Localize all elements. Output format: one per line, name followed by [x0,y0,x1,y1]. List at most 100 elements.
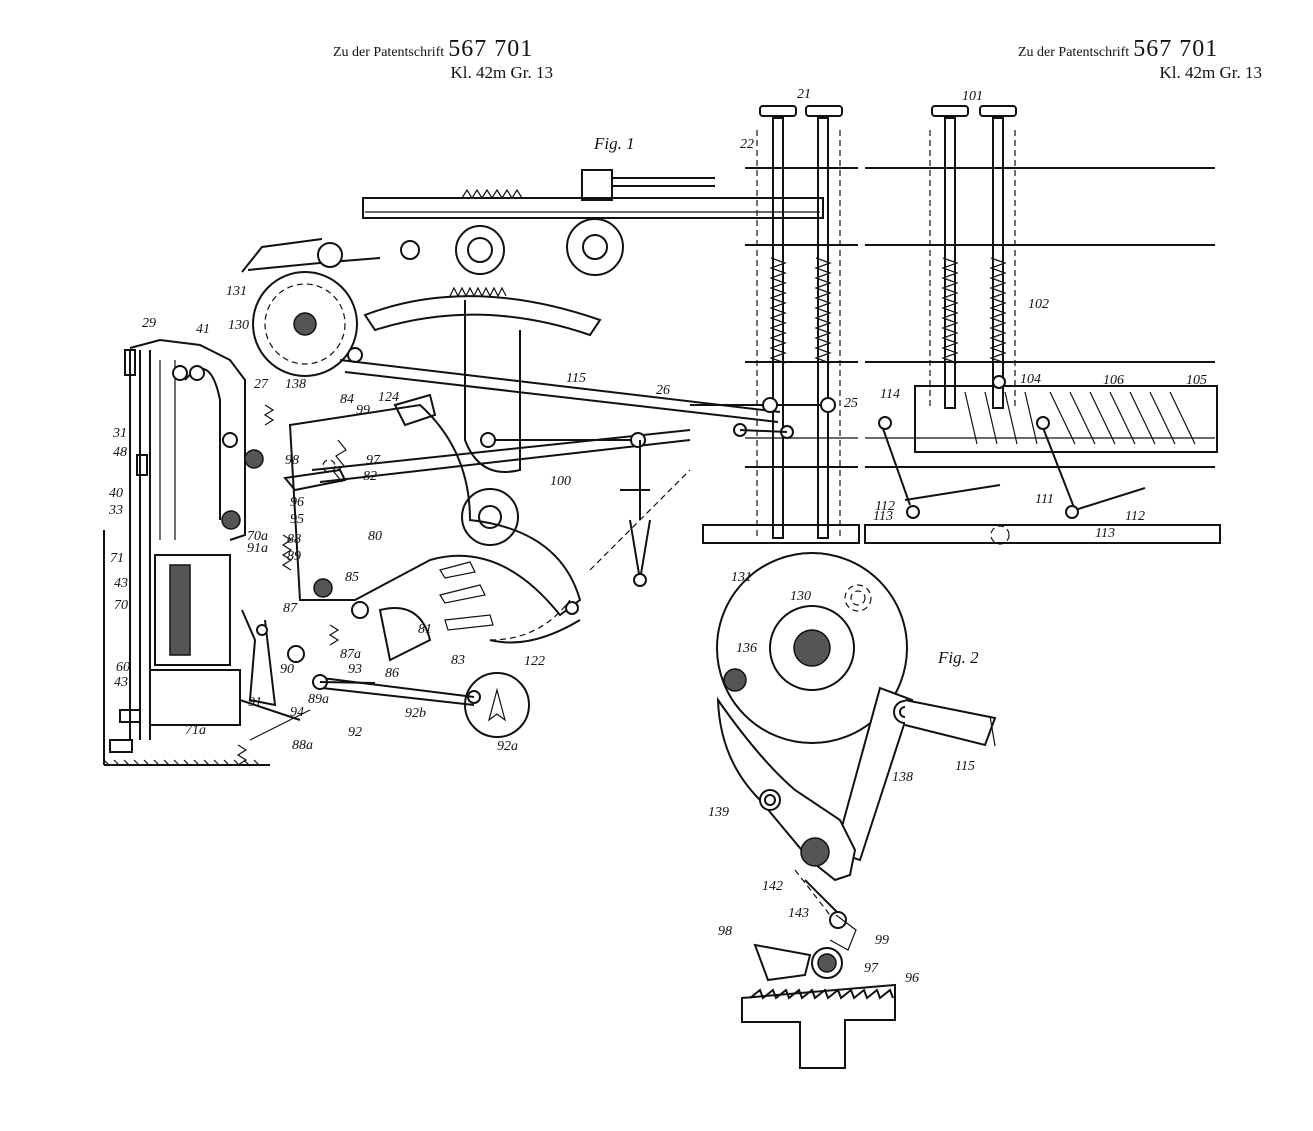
rack-bar [362,169,824,219]
label-131: 131 [226,284,247,299]
label-143: 143 [788,906,809,921]
label-101: 101 [962,89,983,104]
label-99: 99 [875,933,889,948]
label-93: 93 [348,662,362,677]
label-71: 71 [110,551,124,566]
lever-138 [833,686,997,862]
fig1-title: Fig. 1 [593,134,635,153]
label-88a: 88a [292,738,313,753]
label-138: 138 [285,377,306,392]
label-97: 97 [366,453,381,468]
label-139: 139 [708,805,729,820]
ratchet-pawls [263,393,437,646]
label-33: 33 [108,503,123,518]
label-90: 90 [280,662,294,677]
label-25: 25 [844,396,858,411]
long-links [311,359,836,587]
label-105: 105 [1186,373,1207,388]
label-112: 112 [875,499,895,514]
label-22: 22 [740,137,754,152]
label-98: 98 [285,453,299,468]
left-housing [103,338,311,767]
label-88: 88 [287,532,301,547]
label-89a: 89a [308,692,329,707]
fig2-labels: 131 130 136 138 115 139 142 143 99 98 97… [708,570,975,986]
header-prefix: Zu der Patentschrift [1018,45,1130,60]
label-113: 113 [873,509,893,524]
label-41: 41 [196,322,210,337]
label-89: 89 [287,549,301,564]
label-136: 136 [736,641,757,656]
label-94: 94 [290,705,304,720]
label-70a: 70a [247,529,268,544]
drum-131 [716,552,908,744]
fig2-title: Fig. 2 [937,648,979,667]
label-102: 102 [1028,297,1049,312]
fig1-labels: 21 22 101 102 131 130 29 41 27 138 115 2… [108,87,1207,754]
patent-class: Kl. 42m Gr. 13 [1159,63,1262,82]
label-100: 100 [550,474,571,489]
label-83: 83 [451,653,465,668]
patent-class: Kl. 42m Gr. 13 [450,63,553,82]
label-85: 85 [345,570,359,585]
label-104: 104 [1020,372,1041,387]
label-92: 92 [348,725,362,740]
label-99: 99 [356,403,370,418]
label-91: 91 [248,695,262,710]
label-95: 95 [290,512,304,527]
label-124: 124 [378,390,399,405]
label-115: 115 [955,759,975,774]
slotted-plate [914,385,1218,453]
label-130: 130 [790,589,811,604]
label-96: 96 [905,971,919,986]
label-111: 111 [1035,492,1054,507]
label-131: 131 [731,570,752,585]
label-112: 112 [1125,509,1145,524]
label-106: 106 [1103,373,1124,388]
label-29: 29 [142,316,156,331]
label-60: 60 [116,660,130,675]
label-92a: 92a [497,739,518,754]
label-98: 98 [718,924,732,939]
label-82: 82 [363,469,377,484]
label-26: 26 [656,383,670,398]
label-92b: 92b [405,706,426,721]
label-86: 86 [385,666,399,681]
label-96: 96 [290,495,304,510]
crank-disk-92a [312,672,530,738]
label-31: 31 [112,426,127,441]
lever-139 [716,696,857,951]
pin-columns [745,105,1215,540]
label-80: 80 [368,529,382,544]
label-81: 81 [418,622,432,637]
main-lever-80 [288,403,582,662]
label-87a: 87a [340,647,361,662]
label-87: 87 [283,601,298,616]
label-113: 113 [1095,526,1115,541]
label-115: 115 [566,371,586,386]
label-71a: 71a [185,723,206,738]
patent-number: 567 701 [1133,36,1219,62]
drive-drum [241,218,624,377]
header-prefix: Zu der Patentschrift [333,45,445,60]
pawl-and-rack [741,943,896,1069]
label-48: 48 [113,445,127,460]
label-70: 70 [114,598,128,613]
label-114: 114 [880,387,900,402]
patent-header-left: Zu der Patentschrift 567 701 Kl. 42m Gr.… [333,36,553,83]
label-122: 122 [524,654,545,669]
patent-number: 567 701 [448,36,534,62]
figure-2: Fig. 2 [708,552,997,1069]
label-21: 21 [797,87,811,102]
label-130: 130 [228,318,249,333]
label-138: 138 [892,770,913,785]
label-97: 97 [864,961,879,976]
bellcrank-linkage [702,375,1221,545]
label-40: 40 [109,486,123,501]
label-142: 142 [762,879,783,894]
label-91a: 91a [247,541,268,556]
patent-header-right: Zu der Patentschrift 567 701 Kl. 42m Gr.… [1018,36,1262,83]
label-84: 84 [340,392,354,407]
